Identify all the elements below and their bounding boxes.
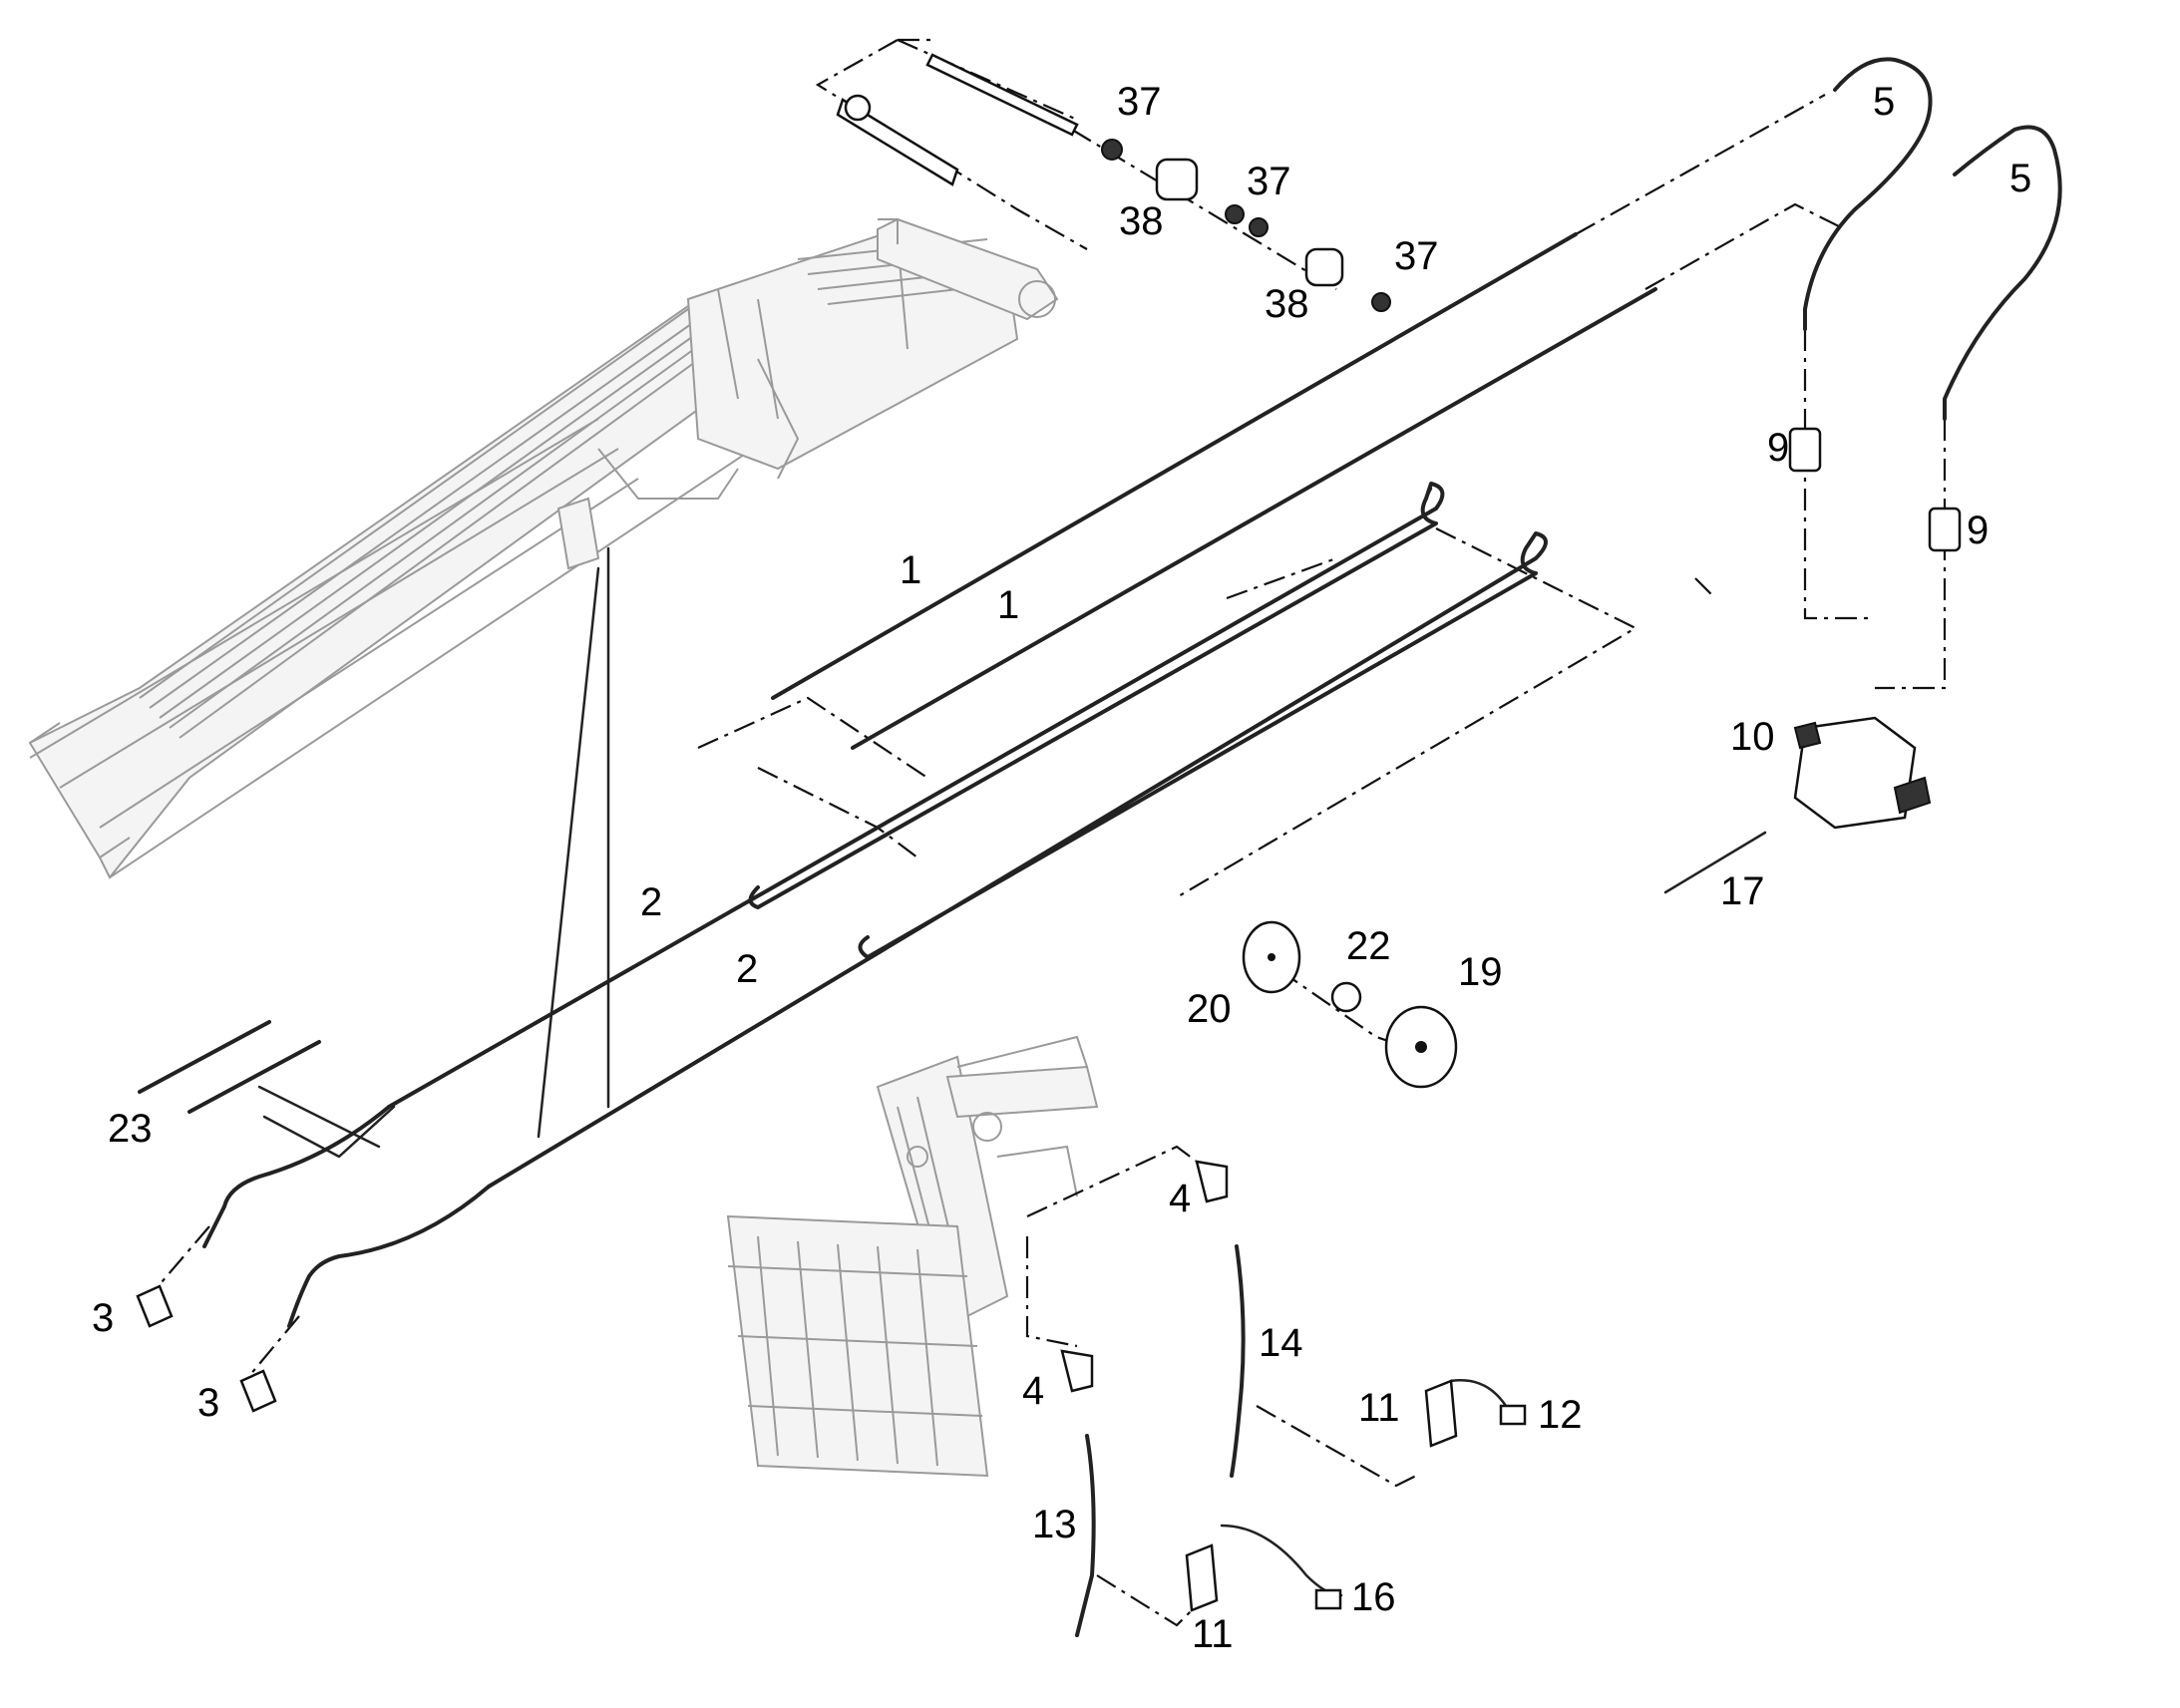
washer-37a <box>1101 139 1123 161</box>
boom-assembly-ghost <box>28 217 1059 879</box>
callout-10: 10 <box>1730 715 1775 759</box>
callout-4a: 4 <box>1169 1177 1191 1220</box>
callout-37c: 37 <box>1394 234 1439 278</box>
bearing-38a <box>1155 158 1199 201</box>
callout-1a: 1 <box>900 548 921 592</box>
callout-17: 17 <box>1720 869 1765 913</box>
hose-5-left <box>1803 57 1933 331</box>
washer-37b <box>1225 204 1245 224</box>
callout-2a: 2 <box>640 880 662 924</box>
callout-37b: 37 <box>1247 160 1291 203</box>
callout-5a: 5 <box>1873 80 1895 124</box>
callout-38a: 38 <box>1119 199 1164 243</box>
elbow-4b <box>1060 1349 1094 1393</box>
callout-37a: 37 <box>1117 80 1162 124</box>
cable-16 <box>1220 1524 1343 1597</box>
pipe-1-lower <box>851 287 1657 750</box>
callout-3a: 3 <box>92 1296 114 1340</box>
shaft-pin <box>925 53 1079 137</box>
callout-5b: 5 <box>2009 157 2031 200</box>
callout-9a: 9 <box>1767 426 1789 470</box>
valve-block-10 <box>1793 716 1917 830</box>
callout-9b: 9 <box>1967 509 1989 552</box>
fitting-3b <box>239 1369 277 1413</box>
elbow-4a <box>1195 1160 1229 1203</box>
hose-left-lower <box>287 1185 491 1328</box>
hose-left-upper <box>202 1105 391 1248</box>
roller-shaft <box>836 98 959 186</box>
callout-1b: 1 <box>997 583 1019 627</box>
callout-11a: 11 <box>1358 1386 1400 1430</box>
fittings <box>136 53 1962 1612</box>
callout-14: 14 <box>1259 1321 1303 1365</box>
callout-labels: 37 38 37 37 38 5 5 9 9 1 1 10 17 2 2 22 … <box>92 80 2031 1656</box>
callout-11b: 11 <box>1192 1612 1234 1656</box>
pipe-23-b <box>187 1040 321 1114</box>
pipe-2-lower <box>487 531 1548 1189</box>
switch-11a <box>1424 1379 1458 1448</box>
bearing-38b <box>1304 247 1344 287</box>
callout-16: 16 <box>1351 1575 1396 1619</box>
callout-4b: 4 <box>1022 1369 1044 1413</box>
callout-38b: 38 <box>1265 282 1309 326</box>
hose-14 <box>1230 1244 1246 1478</box>
pipe-2-upper <box>387 482 1445 1109</box>
callout-2b: 2 <box>736 947 758 991</box>
switch-11b <box>1185 1543 1219 1612</box>
connector-9a <box>1788 427 1822 473</box>
leader-lines <box>149 38 1947 1627</box>
callout-3b: 3 <box>197 1381 219 1425</box>
washer-37c <box>1249 217 1269 237</box>
plug-12 <box>1499 1404 1527 1426</box>
callout-23: 23 <box>108 1107 153 1151</box>
pipe-23-a <box>138 1020 271 1094</box>
plug-16 <box>1314 1588 1342 1610</box>
callout-12: 12 <box>1538 1393 1583 1437</box>
fitting-3a <box>136 1284 174 1328</box>
rod-17 <box>1663 831 1767 894</box>
callout-19: 19 <box>1458 950 1503 994</box>
connector-9b <box>1928 507 1962 552</box>
callout-20: 20 <box>1187 987 1232 1031</box>
hose-5-right <box>1943 125 2062 421</box>
hydraulic-pipes <box>138 57 2062 1637</box>
mounting-frame-ghost <box>726 1035 1099 1478</box>
callout-13: 13 <box>1032 1503 1077 1546</box>
callout-22: 22 <box>1346 924 1391 968</box>
washer-37d <box>1371 292 1391 312</box>
pipe-1-upper <box>771 232 1578 700</box>
ring-22 <box>1330 981 1362 1013</box>
hose-13 <box>1075 1434 1096 1637</box>
